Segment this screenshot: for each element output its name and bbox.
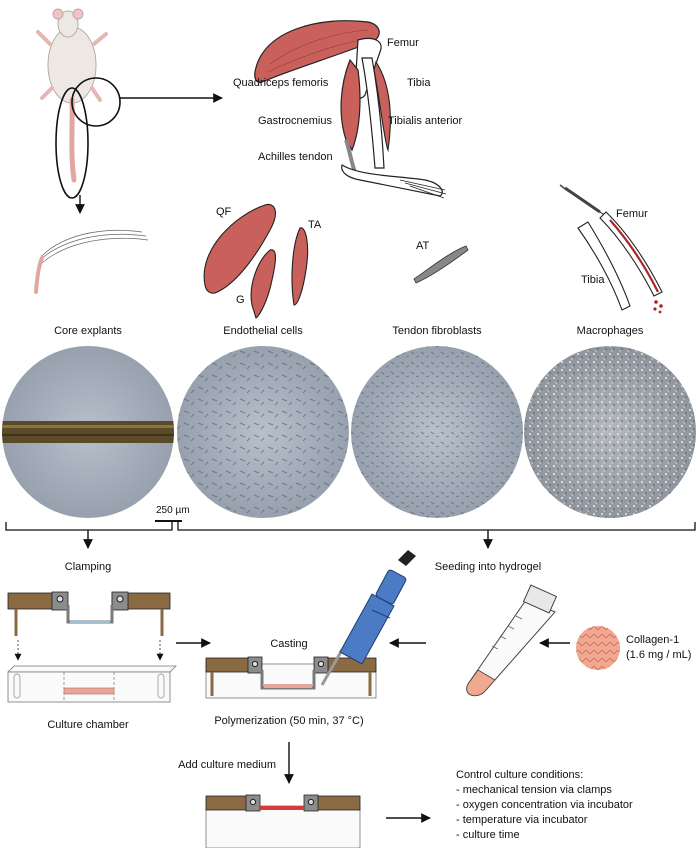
label-seeding: Seeding into hydrogel — [435, 561, 541, 573]
clamp-assembly — [7, 591, 171, 636]
label-femur-bone: Femur — [616, 208, 648, 220]
label-gastrocnemius: Gastrocnemius — [258, 115, 332, 127]
achilles-tendon-icon — [413, 245, 469, 284]
label-culture-chamber: Culture chamber — [47, 719, 129, 731]
label-casting: Casting — [270, 638, 307, 650]
casting-assembly — [205, 656, 377, 699]
leg-anatomy — [254, 20, 447, 199]
label-polymerization: Polymerization (50 min, 37 °C) — [214, 715, 363, 727]
condition-item: - oxygen concentration via incubator — [456, 799, 633, 811]
micrograph-core-explant — [2, 346, 174, 518]
conditions-title: Control culture conditions: — [456, 769, 583, 781]
final-culture-chamber — [205, 794, 361, 848]
conical-tube-icon — [466, 584, 558, 697]
column-label-endothelial: Endothelial cells — [223, 325, 303, 337]
condition-item: - culture time — [456, 829, 520, 841]
column-label-core: Core explants — [54, 325, 122, 337]
label-at: AT — [416, 240, 430, 252]
micrograph-endothelial — [177, 346, 349, 518]
label-collagen-concentration: (1.6 mg / mL) — [626, 649, 691, 661]
label-g: G — [236, 294, 245, 306]
dissected-muscles — [203, 203, 309, 319]
label-collagen-name: Collagen-1 — [626, 634, 679, 646]
pipette-icon — [320, 550, 416, 686]
condition-item: - mechanical tension via clamps — [456, 784, 612, 796]
column-label-macrophages: Macrophages — [577, 325, 644, 337]
bracket-cells — [177, 522, 696, 531]
micrograph-tendon-fibroblasts — [351, 346, 523, 518]
label-achilles: Achilles tendon — [258, 151, 333, 163]
column-label-tendon: Tendon fibroblasts — [392, 325, 482, 337]
bracket-core — [5, 522, 173, 531]
label-tibia: Tibia — [407, 77, 431, 89]
rat-illustration — [36, 8, 108, 183]
collagen-icon — [576, 626, 620, 670]
culture-chamber — [7, 665, 177, 703]
label-ta: TA — [308, 219, 322, 231]
label-qf: QF — [216, 206, 232, 218]
label-tibia-bone: Tibia — [581, 274, 605, 286]
bone-marrow-flush-icon — [559, 184, 663, 314]
tail-fascicles-icon — [34, 229, 149, 294]
label-femur: Femur — [387, 37, 419, 49]
label-quadriceps: Quadriceps femoris — [233, 77, 329, 89]
micrograph-macrophages — [524, 346, 696, 518]
label-tibialis-anterior: Tibialis anterior — [388, 115, 463, 127]
label-add-medium: Add culture medium — [178, 759, 276, 771]
tail-highlight-ellipse — [55, 87, 89, 199]
label-clamping: Clamping — [65, 561, 111, 573]
condition-item: - temperature via incubator — [456, 814, 588, 826]
scale-bar-label: 250 µm — [156, 505, 190, 516]
hindlimb-highlight-circle — [71, 77, 121, 127]
